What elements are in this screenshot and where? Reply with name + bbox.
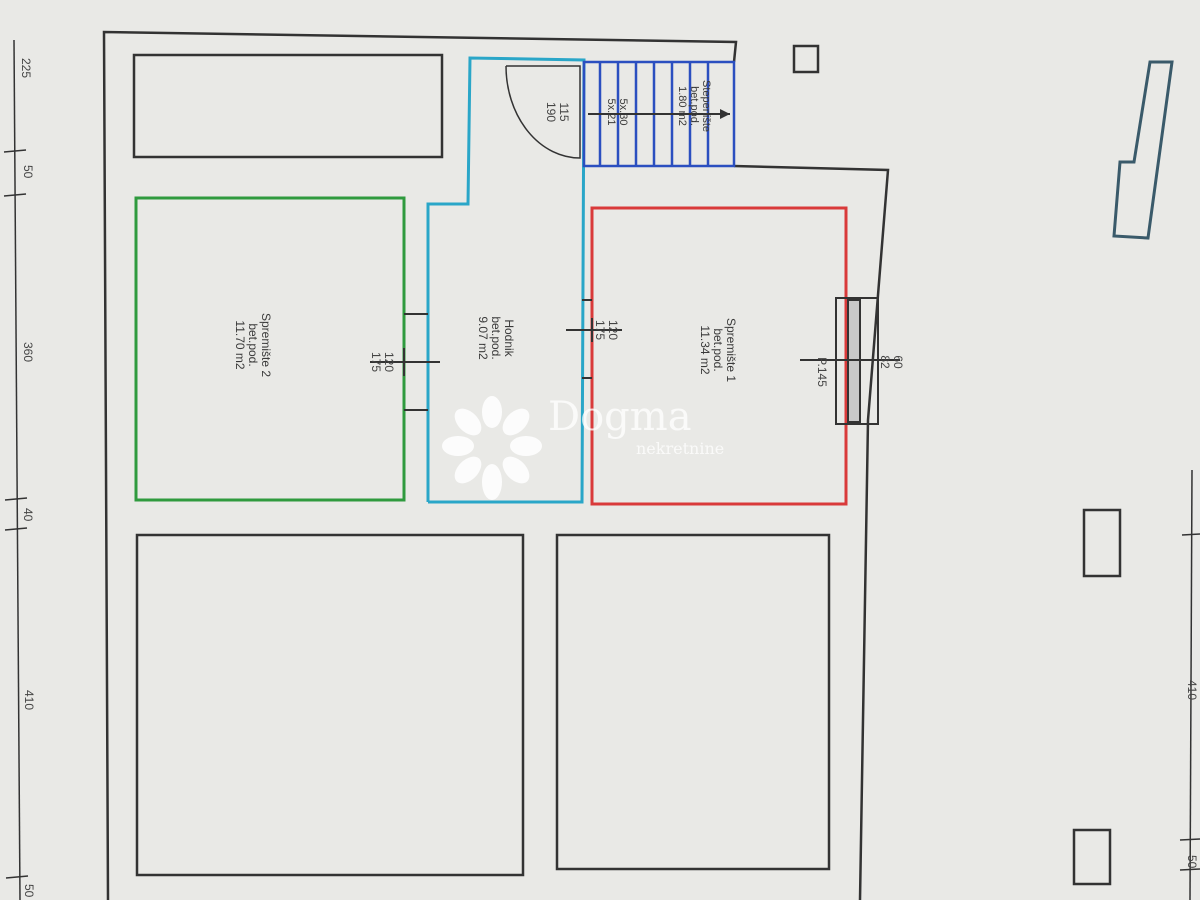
- storage1-floor: bet.pod.: [711, 328, 725, 371]
- window-height: 82: [878, 355, 892, 369]
- dim-right-410: 410: [1185, 680, 1199, 700]
- corridor-outline: [426, 56, 586, 504]
- watermark: Dogma nekretnine: [442, 394, 724, 500]
- bottom-left-room: [135, 533, 525, 877]
- stairs-rise: 5x.21: [605, 99, 617, 126]
- corridor-area: 9.07 m2: [476, 316, 490, 360]
- dim-label-50-top: 50: [21, 165, 35, 179]
- storage1-door-width: 120: [606, 320, 620, 340]
- stairs-steps: 5x.30: [617, 99, 629, 126]
- outer-walls: [102, 30, 890, 900]
- watermark-sub: nekretnine: [636, 439, 724, 458]
- exterior-block-2: [1072, 828, 1112, 886]
- exterior-block-1: [1082, 508, 1122, 578]
- storage2-door-width: 120: [382, 352, 396, 372]
- storage2-door-height: 175: [369, 352, 383, 372]
- bottom-right-room: [555, 533, 831, 871]
- exterior-l-shape: [1112, 60, 1174, 240]
- storage1-outline: [590, 206, 848, 506]
- dim-label-225: 225: [19, 58, 33, 78]
- dim-right-50: 50: [1185, 855, 1199, 869]
- dim-label-40: 40: [21, 508, 35, 522]
- stairs-name: Stepenište: [700, 80, 712, 132]
- dim-label-410: 410: [22, 690, 36, 710]
- door-storage2: [370, 313, 440, 411]
- storage2-area: 11.70 m2: [233, 320, 247, 369]
- storage1-door-height: 175: [593, 320, 607, 340]
- door-storage1: [566, 299, 622, 379]
- window-dims: 60 82: [878, 355, 905, 369]
- door-swing-arc: [505, 65, 581, 159]
- storage2-name: Spremište 2: [259, 313, 273, 377]
- window: [800, 297, 900, 425]
- corridor-floor: bet.pod.: [489, 316, 503, 359]
- storage1-door-dims: 120 175: [593, 320, 620, 340]
- top-door-width: 115: [557, 102, 571, 121]
- stairs-steps-label: 5x.30 5x.21: [605, 99, 629, 126]
- dim-label-360: 360: [21, 342, 35, 362]
- corridor-name: Hodnik: [502, 319, 516, 357]
- top-door-dims: 115 190: [544, 102, 571, 122]
- storage2-door-dims: 120 175: [369, 352, 396, 372]
- stairs-floor: bet.pod.: [688, 86, 700, 126]
- storage2-label: Spremište 2 bet.pod. 11.70 m2: [233, 313, 273, 377]
- storage2-floor: bet.pod.: [246, 323, 260, 366]
- logo-flower-icon: [442, 396, 542, 500]
- left-dimension-line: 225 50 360 40 410 50: [3, 39, 36, 900]
- window-parapet: P.145: [815, 357, 829, 387]
- top-left-room: [132, 53, 444, 159]
- dim-label-50-bottom: 50: [22, 884, 36, 898]
- watermark-brand: Dogma: [548, 394, 692, 440]
- storage1-area: 11.34 m2: [698, 325, 712, 374]
- storage1-label: Spremište 1 bet.pod. 11.34 m2: [698, 318, 738, 382]
- stairs-label: Stepenište bet.pod. 1.80 m2: [676, 80, 712, 132]
- storage1-name: Spremište 1: [724, 318, 738, 382]
- stairs-area: 1.80 m2: [676, 86, 688, 126]
- right-dimension-line: 410 50: [1179, 469, 1200, 900]
- corridor-label: Hodnik bet.pod. 9.07 m2: [476, 316, 516, 360]
- top-door-height: 190: [544, 102, 558, 122]
- window-width: 60: [891, 355, 905, 369]
- stairs-arrow-head-icon: [720, 109, 730, 119]
- exterior-small-square: [792, 44, 820, 74]
